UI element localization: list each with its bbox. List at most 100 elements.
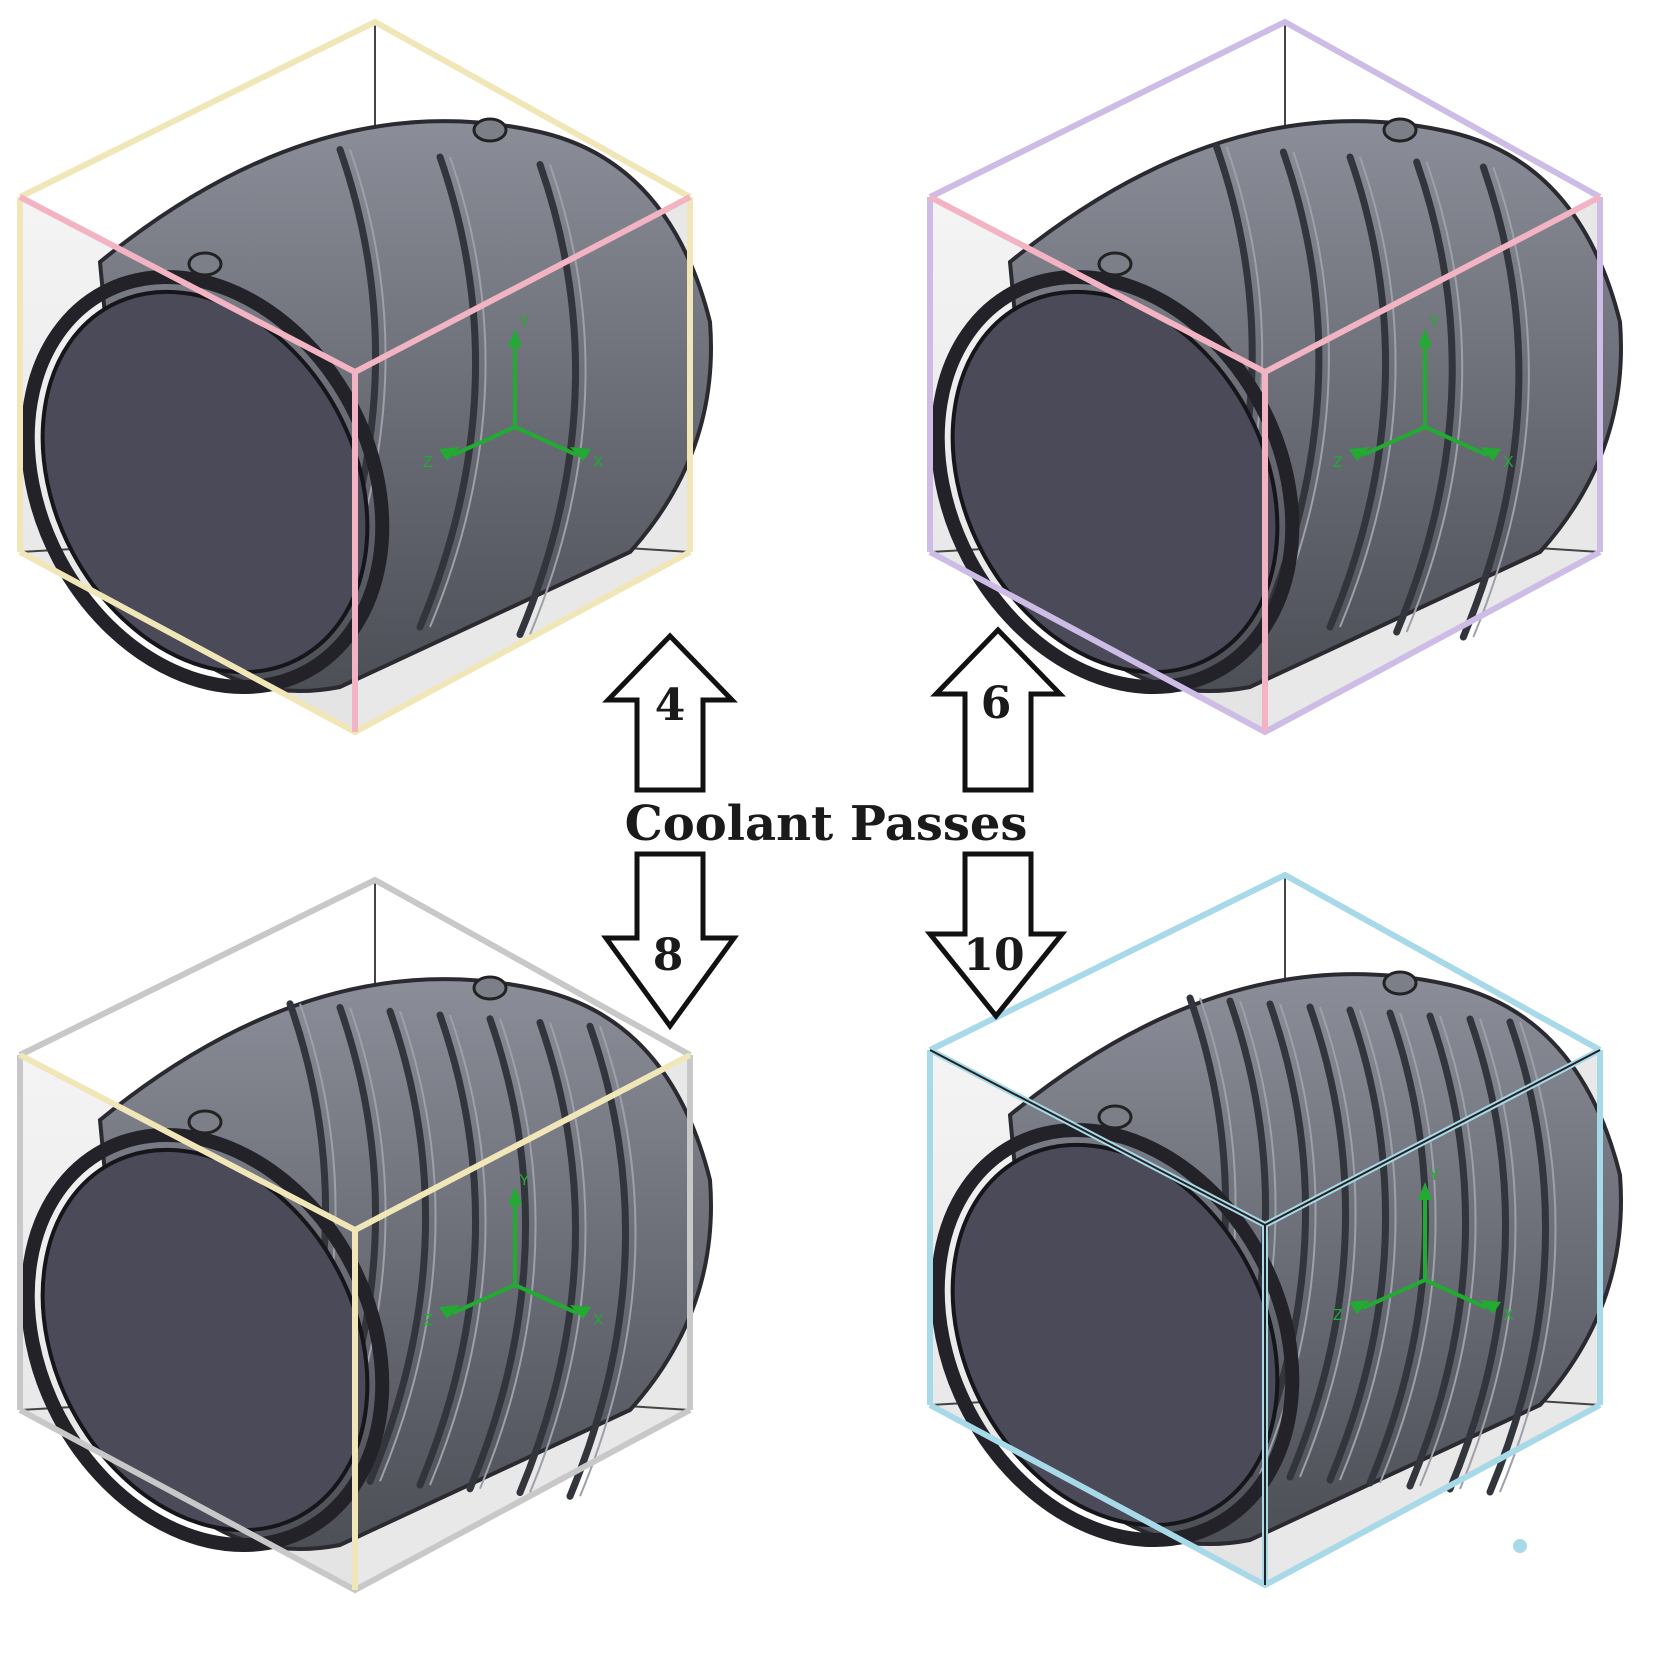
coolant-rib bbox=[1393, 158, 1456, 636]
arrow-down-8 bbox=[601, 851, 739, 1031]
coolant-rib-highlight bbox=[529, 1022, 587, 1493]
z-axis-label: Z bbox=[1333, 454, 1343, 471]
cylinder-rim bbox=[930, 1122, 1300, 1548]
coolant-rib-highlight bbox=[479, 1018, 537, 1490]
box-inner-edges bbox=[929, 1049, 1601, 1585]
z-axis-label: Z bbox=[423, 1312, 433, 1329]
z-arrowhead bbox=[1349, 1300, 1370, 1314]
x-axis bbox=[514, 425, 578, 457]
box-side-edges bbox=[17, 197, 693, 552]
port bbox=[187, 1109, 223, 1135]
model-group: YXZ bbox=[17, 18, 713, 736]
coolant-rib-highlight bbox=[1459, 1018, 1517, 1490]
decorative-dot bbox=[1513, 1539, 1527, 1553]
coolant-rib bbox=[416, 1011, 480, 1489]
axis-triad: Y X Z bbox=[423, 1172, 604, 1329]
coolant-rib-highlight bbox=[379, 1010, 437, 1482]
x-axis bbox=[1424, 425, 1488, 457]
model-group: Y X Z bbox=[927, 871, 1623, 1589]
port bbox=[1382, 117, 1418, 143]
coolant-rib-highlight bbox=[429, 1014, 487, 1486]
port bbox=[472, 117, 508, 143]
x-axis-label: X bbox=[593, 454, 604, 471]
pass-count-6: 6 bbox=[981, 678, 1012, 729]
z-axis bbox=[452, 1283, 516, 1315]
model-4-passes: YXZ bbox=[17, 18, 713, 736]
coolant-rib bbox=[566, 1022, 630, 1500]
box-top-back-edges bbox=[928, 871, 1602, 1053]
model-group: Y X Z bbox=[17, 876, 713, 1594]
x-axis bbox=[514, 1283, 578, 1315]
cylinder: Y X Z bbox=[930, 970, 1623, 1548]
coolant-rib bbox=[1326, 1006, 1390, 1484]
x-axis-label: X bbox=[1503, 1307, 1514, 1324]
box-side-edges bbox=[927, 1050, 1603, 1405]
coolant-rib-highlight bbox=[1419, 1015, 1477, 1487]
y-axis-label: Y bbox=[1429, 314, 1440, 331]
y-arrowhead bbox=[508, 329, 522, 347]
z-axis-label: Z bbox=[1333, 1307, 1343, 1324]
axis-triad: Y X Z bbox=[1333, 1167, 1514, 1324]
coolant-rib-highlight bbox=[1405, 161, 1464, 633]
arrow-up-6 bbox=[930, 626, 1066, 793]
cylinder-rim bbox=[20, 1127, 390, 1553]
box-top-back-edges bbox=[928, 18, 1602, 200]
coolant-rib bbox=[466, 1015, 530, 1493]
axis-triad: Y X Z bbox=[1333, 314, 1514, 471]
port bbox=[1097, 1104, 1133, 1130]
box-top-back-edges bbox=[18, 876, 692, 1058]
box-side-edges bbox=[17, 1055, 693, 1410]
model-8-passes: Y X Z bbox=[17, 876, 713, 1594]
port bbox=[1097, 251, 1133, 277]
coolant-rib-highlight bbox=[1339, 1009, 1397, 1481]
cylinder-end-face bbox=[950, 289, 1280, 675]
pass-arrows: 4 6 8 10 bbox=[601, 626, 1068, 1031]
coolant-rib-highlight bbox=[1299, 1006, 1357, 1478]
box-top-back-edges bbox=[18, 18, 692, 200]
y-axis-label: Y bbox=[519, 1172, 530, 1189]
coolant-rib bbox=[1326, 153, 1390, 631]
port bbox=[1382, 970, 1418, 996]
x-axis bbox=[1424, 1278, 1488, 1310]
coolant-rib-highlight bbox=[429, 156, 487, 628]
x-arrowhead bbox=[1480, 447, 1501, 461]
axis-triad: YXZ bbox=[423, 314, 604, 471]
pass-count-10: 10 bbox=[963, 930, 1024, 981]
z-axis bbox=[1362, 1278, 1426, 1310]
coolant-rib-highlight bbox=[529, 164, 587, 635]
y-arrowhead bbox=[1418, 1182, 1432, 1200]
z-axis bbox=[1362, 425, 1426, 457]
pass-count-4: 4 bbox=[655, 680, 686, 731]
coolant-rib-highlight bbox=[1379, 1012, 1437, 1484]
box-front-edges bbox=[18, 194, 692, 732]
box-front-edges bbox=[18, 1052, 692, 1590]
x-arrowhead bbox=[570, 1305, 591, 1319]
x-axis-label: X bbox=[1503, 454, 1514, 471]
coolant-rib bbox=[416, 153, 480, 631]
coolant-rib-highlight bbox=[1339, 156, 1397, 628]
cylinder-end-face bbox=[950, 1142, 1280, 1528]
z-arrowhead bbox=[439, 447, 460, 461]
pass-count-8: 8 bbox=[653, 930, 684, 981]
coolant-rib-highlight bbox=[1472, 166, 1530, 638]
coolant-rib bbox=[516, 161, 580, 638]
coolant-rib bbox=[516, 1019, 580, 1496]
z-arrowhead bbox=[439, 1305, 460, 1319]
model-10-passes: Y X Z bbox=[927, 871, 1623, 1589]
z-axis-label: Z bbox=[423, 454, 433, 471]
y-arrowhead bbox=[508, 1187, 522, 1205]
model-6-passes: Y X Z bbox=[927, 18, 1623, 736]
arrow-up-4 bbox=[602, 632, 738, 793]
cylinder-end-face bbox=[40, 1147, 370, 1533]
y-axis-label: Y bbox=[1429, 1167, 1440, 1184]
x-arrowhead bbox=[570, 447, 591, 461]
cylinder-rim bbox=[930, 269, 1300, 695]
cylinder-end-face bbox=[40, 289, 370, 675]
coolant-rib bbox=[1406, 1012, 1470, 1490]
cylinder-rim bbox=[20, 269, 390, 695]
x-axis-label: X bbox=[593, 1312, 604, 1329]
arrow-down-10 bbox=[924, 851, 1068, 1020]
model-group: Y X Z bbox=[927, 18, 1623, 736]
coolant-rib-highlight bbox=[1272, 151, 1330, 623]
